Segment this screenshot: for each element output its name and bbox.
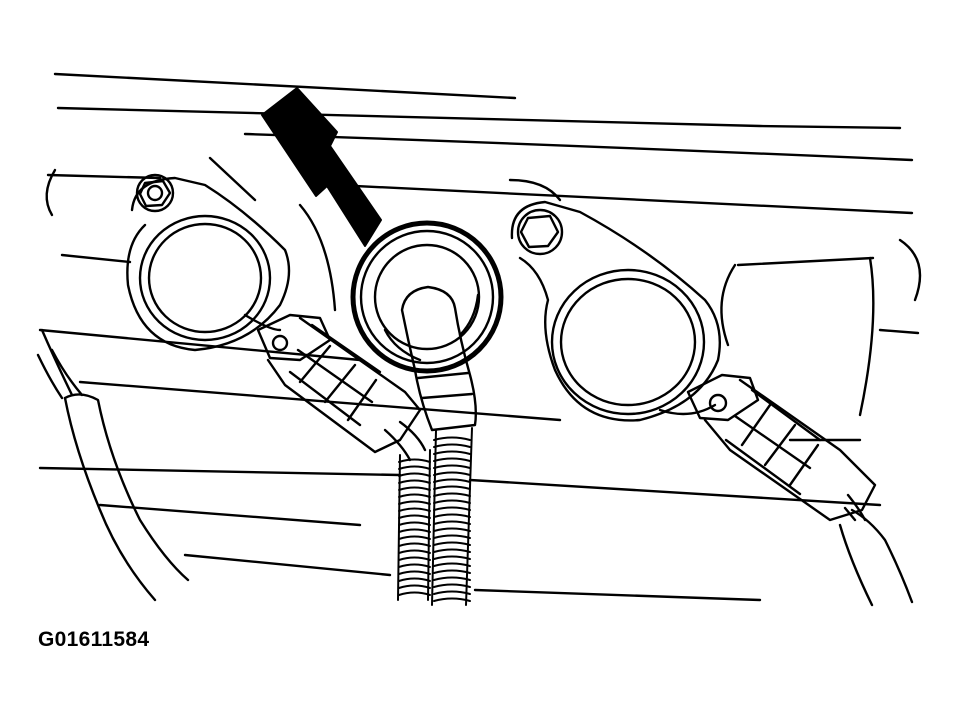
harness-rib	[398, 493, 431, 498]
harness-rib	[433, 499, 471, 504]
harness-rib	[433, 443, 471, 448]
harness-rib	[433, 548, 471, 553]
harness-rib	[398, 507, 431, 512]
harness-rib	[433, 464, 471, 469]
harness-rib	[433, 485, 471, 490]
harness-rib	[398, 556, 431, 561]
harness-rib	[433, 506, 471, 511]
harness-rib	[398, 514, 431, 519]
harness-rib	[433, 478, 471, 483]
harness-rib	[433, 527, 471, 532]
harness-rib	[433, 597, 471, 602]
harness-rib	[398, 458, 431, 463]
harness-rib	[433, 583, 471, 588]
harness-rib	[398, 465, 431, 470]
harness-rib	[398, 521, 431, 526]
harness-rib	[398, 472, 431, 477]
corrugated-harness	[397, 427, 473, 606]
harness-rib	[433, 562, 471, 567]
right-electrical-connector	[686, 373, 877, 522]
harness-rib	[433, 541, 471, 546]
harness-rib	[398, 577, 431, 582]
harness-rib	[398, 570, 431, 575]
figure-id-label: G01611584	[38, 628, 150, 651]
harness-rib	[433, 576, 471, 581]
left-cable	[36, 328, 190, 602]
harness-rib	[433, 513, 471, 518]
harness-rib	[398, 542, 431, 547]
harness-rib	[433, 555, 471, 560]
harness-rib	[433, 471, 471, 476]
harness-rib	[433, 436, 471, 441]
harness-rib	[433, 520, 471, 525]
center-sensor-wire	[400, 285, 478, 432]
harness-rib	[398, 591, 431, 596]
left-coil-flange	[126, 176, 291, 352]
harness-rib	[398, 535, 431, 540]
harness-rib	[398, 584, 431, 589]
indicator-arrow	[261, 87, 382, 247]
harness-rib	[398, 486, 431, 491]
harness-rib	[433, 590, 471, 595]
harness-rib	[433, 450, 471, 455]
harness-rib	[398, 549, 431, 554]
harness-rib	[433, 457, 471, 462]
right-cable	[838, 506, 914, 607]
harness-rib	[433, 534, 471, 539]
harness-rib	[398, 500, 431, 505]
harness-rib	[433, 569, 471, 574]
center-sensor-grommet	[350, 220, 504, 374]
right-coil-flange	[510, 200, 721, 422]
harness-rib	[433, 492, 471, 497]
harness-rib	[398, 479, 431, 484]
harness-rib	[398, 528, 431, 533]
left-electrical-connector	[256, 313, 427, 462]
harness-rib	[398, 563, 431, 568]
engine-block-outline	[38, 72, 922, 602]
right-mounting-bolt	[516, 208, 564, 256]
